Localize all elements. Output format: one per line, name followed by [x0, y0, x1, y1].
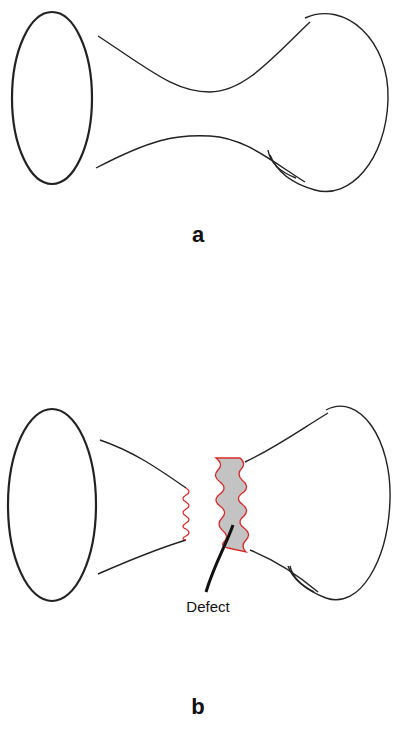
right-rim: [288, 406, 390, 600]
defect-throat: [8, 406, 390, 601]
leader-line: [206, 525, 233, 592]
torn-edge: [183, 488, 189, 540]
callout-label: Defect: [186, 598, 229, 615]
lower-wall: [96, 136, 305, 182]
right-rim-inner: [268, 150, 296, 178]
right-rim-inner: [290, 566, 314, 592]
right-rim: [270, 14, 388, 192]
defect-region: [215, 458, 248, 552]
left-rim: [12, 12, 92, 184]
upper-wall: [98, 22, 310, 92]
upper-wall-left: [100, 440, 186, 488]
upper-wall-right: [245, 413, 328, 462]
figure-letter: b: [191, 694, 204, 720]
smooth-throat: [12, 12, 388, 192]
left-rim: [8, 409, 96, 601]
figure-letter: a: [192, 222, 204, 248]
lower-wall-right: [250, 550, 318, 592]
lower-wall-left: [98, 540, 186, 574]
